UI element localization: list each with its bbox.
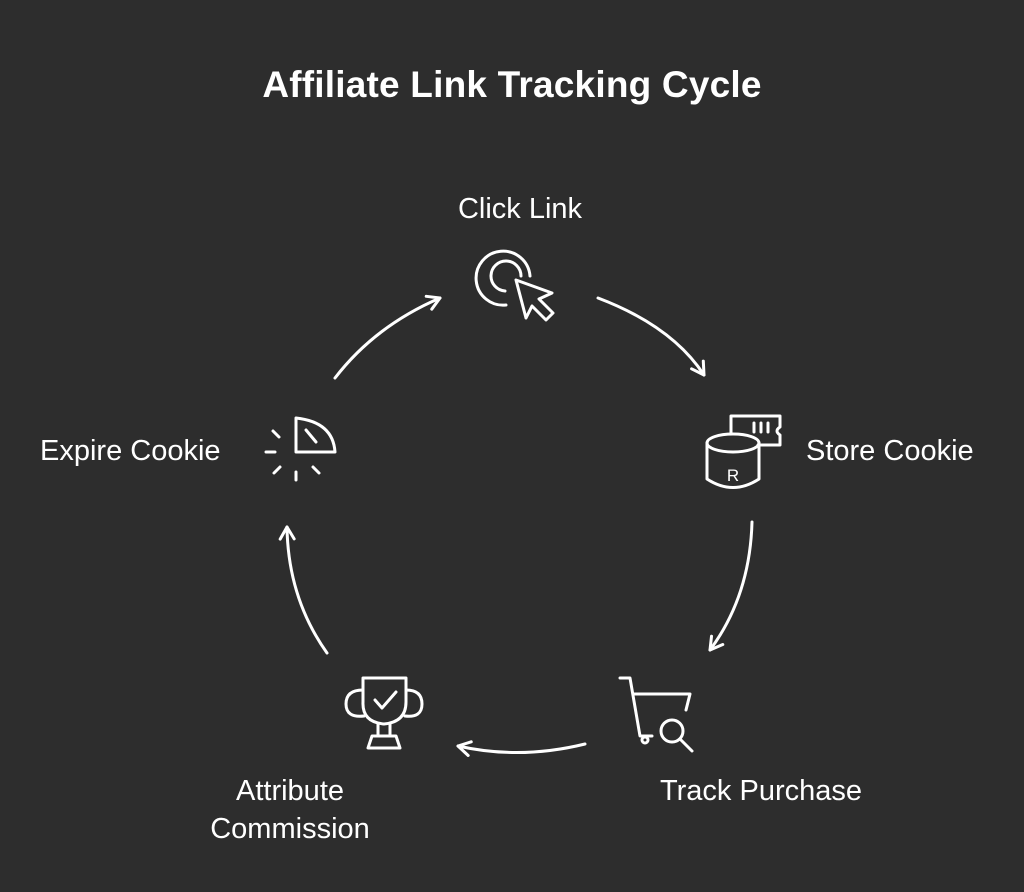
step-label-track-purchase: Track Purchase [660,775,862,807]
arrow-track-to-attribute [456,740,587,757]
trophy-check-icon [344,676,424,750]
step-label-store-cookie: Store Cookie [806,435,974,467]
arrow-expire-to-click [333,294,442,380]
arrow-store-to-track [708,520,754,652]
cookie-storage-icon: R [705,414,782,489]
svg-text:R: R [727,466,739,485]
arrow-attribute-to-expire [278,525,329,655]
diagram-title: Affiliate Link Tracking Cycle [262,64,762,105]
step-label-attribute-line2: Commission [210,813,370,845]
cursor-click-icon [474,249,555,322]
step-label-attribute-line1: Attribute [236,775,344,807]
step-label-attribute-commission: Attribute Commission [160,772,420,848]
cart-search-icon [618,676,694,753]
timer-icon [264,416,337,482]
step-label-expire-cookie: Expire Cookie [40,435,221,467]
arrow-click-to-store [596,296,706,377]
step-label-click-link: Click Link [457,193,583,225]
